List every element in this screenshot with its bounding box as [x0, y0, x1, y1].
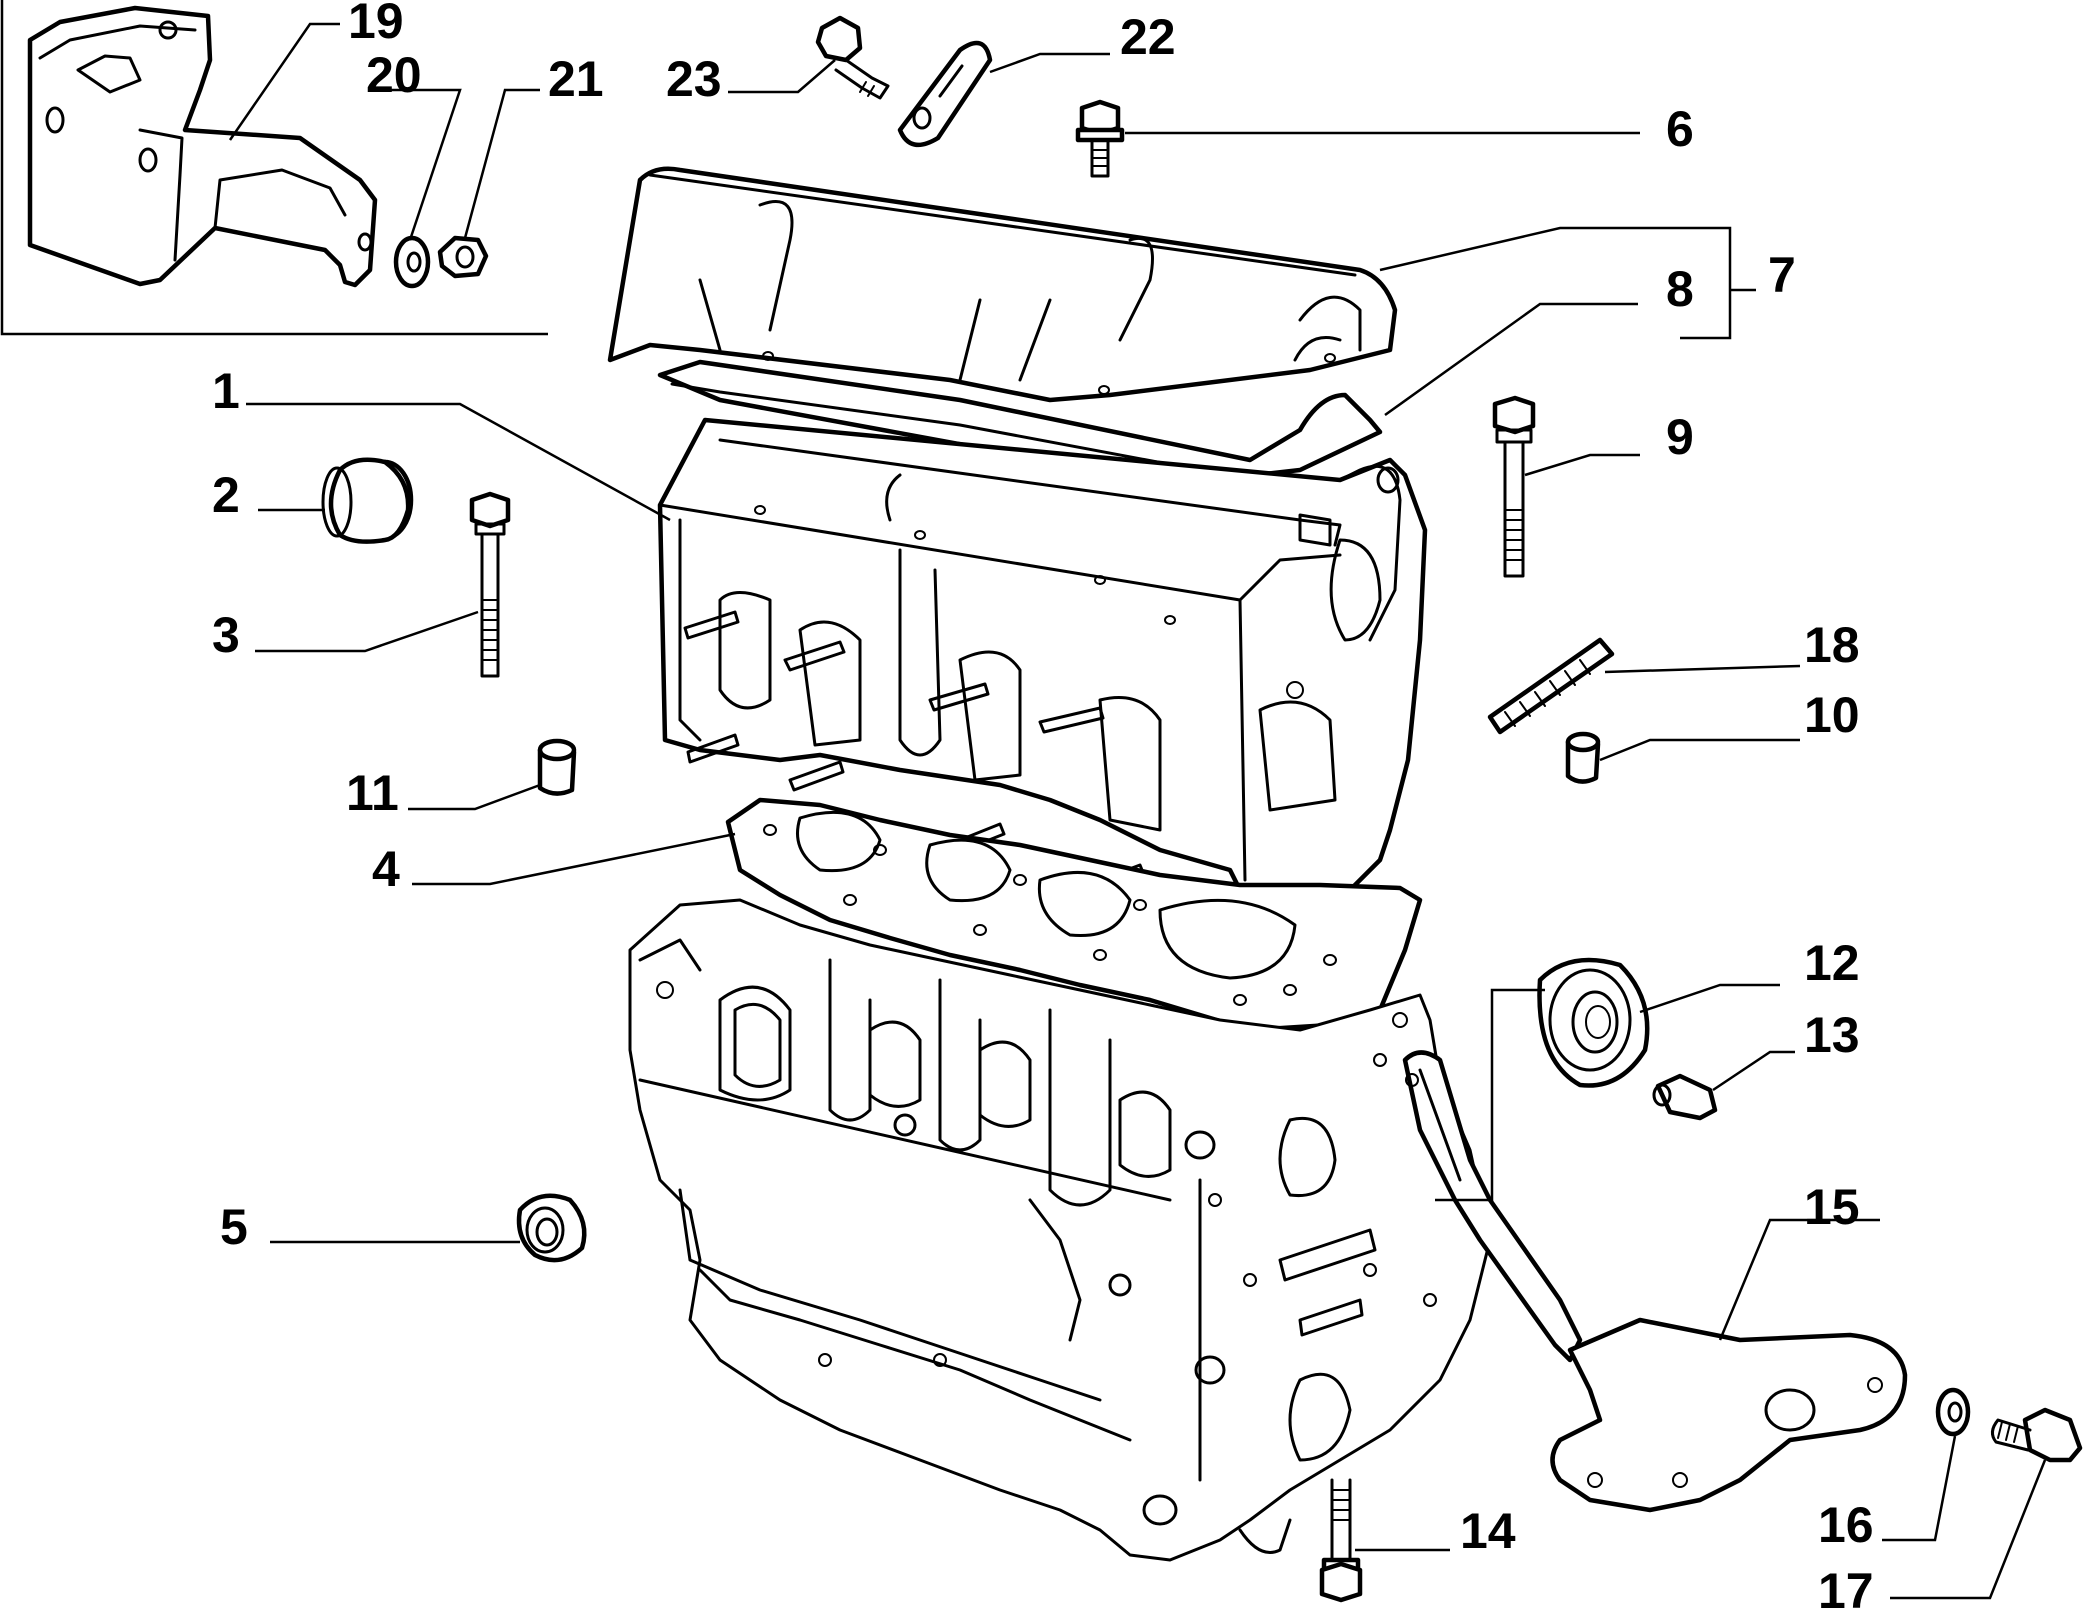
part-5-seal [516, 1193, 587, 1263]
inset-frame [0, 0, 548, 336]
callout-3: 3 [212, 607, 240, 663]
part-3-head-bolt [469, 491, 511, 678]
part-23-bolt [815, 15, 890, 100]
callout-13: 13 [1804, 1007, 1860, 1063]
part-18-stud [1487, 637, 1615, 735]
part-13-plug [1652, 1073, 1718, 1121]
callout-16: 16 [1818, 1497, 1874, 1553]
part-9-head-bolt [1492, 395, 1536, 578]
part-15-oil-pickup [1402, 1050, 1908, 1513]
callout-10: 10 [1804, 687, 1860, 743]
callout-5: 5 [220, 1199, 248, 1255]
callout-2: 2 [212, 467, 240, 523]
part-7-valve-cover [607, 166, 1398, 403]
part-11-bushing [537, 738, 577, 796]
part-4-head-gasket [725, 797, 1423, 1033]
part-16-washer [1935, 1387, 1971, 1437]
callout-22: 22 [1120, 9, 1176, 65]
callout-4: 4 [372, 841, 400, 897]
callout-6: 6 [1666, 101, 1694, 157]
callout-15: 15 [1804, 1179, 1860, 1235]
callout-7: 7 [1768, 247, 1796, 303]
part-17-bolt [1991, 1407, 2083, 1463]
part-6-bolt [1075, 99, 1125, 178]
callout-20: 20 [366, 47, 422, 103]
callout-17: 17 [1818, 1563, 1874, 1614]
callout-21: 21 [548, 51, 604, 107]
leader-lines [228, 22, 2047, 1600]
part-20-washer [393, 235, 431, 289]
part-10-bushing [1565, 731, 1601, 784]
part-22-clip [897, 40, 993, 148]
callout-labels: 1 2 3 4 5 6 7 8 9 10 11 12 13 14 15 16 1… [212, 0, 1874, 1614]
callout-9: 9 [1666, 409, 1694, 465]
callout-8: 8 [1666, 261, 1694, 317]
part-12-seal [1537, 957, 1650, 1088]
callout-11: 11 [346, 765, 399, 821]
callout-18: 18 [1804, 617, 1860, 673]
part-2-cap [321, 457, 414, 544]
engine-block [628, 898, 1492, 1562]
callout-19: 19 [348, 0, 404, 49]
callout-1: 1 [212, 363, 240, 419]
callout-14: 14 [1460, 1503, 1516, 1559]
part-21-nut [437, 235, 489, 279]
callout-23: 23 [666, 51, 722, 107]
callout-12: 12 [1804, 935, 1860, 991]
part-1-cylinder-head [657, 417, 1428, 908]
part-14-bolt [1319, 1478, 1363, 1603]
part-19-bracket [27, 5, 378, 288]
